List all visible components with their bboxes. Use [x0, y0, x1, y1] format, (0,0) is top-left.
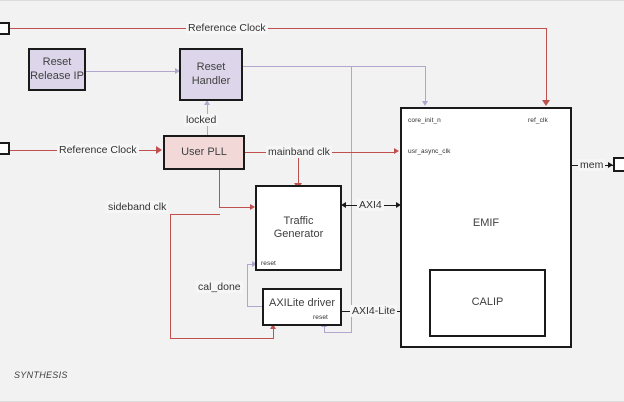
footnote-synthesis: SYNTHESIS [14, 370, 68, 380]
block-emif-label: EMIF [472, 217, 500, 229]
block-user-pll[interactable]: User PLL [163, 135, 245, 170]
wire-label-axi4-lite: AXI4-Lite [350, 305, 398, 317]
arrowhead-axi4-right [396, 202, 401, 208]
wire-label-axi4: AXI4 [357, 199, 384, 211]
arrowhead-sideband-into-traffic-generator [250, 204, 255, 210]
arrowhead-locked-into-handler [204, 100, 210, 105]
block-traffic-generator-line2: Generator [273, 228, 324, 240]
wire-label-reference-clock-top: Reference Clock [186, 22, 268, 34]
port-label-traffic-generator-reset: reset [261, 260, 276, 267]
wire-reference-clock-top-horizontal [10, 28, 547, 29]
arrowhead-reset-into-handler [175, 68, 180, 74]
block-axilite-driver-label: AXILite driver [268, 296, 336, 309]
port-label-emif-core-init-n: core_init_n [408, 117, 441, 124]
block-reset-release-ip-line1: Reset [42, 56, 72, 69]
wire-label-mem: mem [578, 159, 606, 171]
block-traffic-generator-line1: Traffic [283, 214, 314, 227]
external-terminal-refclk-top [0, 22, 10, 35]
arrowhead-axi4-left [341, 202, 346, 208]
page-rule-top [0, 0, 624, 1]
block-reset-handler-line1: Reset [196, 61, 226, 74]
wire-label-cal-done: cal_done [196, 281, 243, 293]
wire-reset-release-to-handler [85, 71, 177, 72]
arrowhead-sideband-into-axilite-driver [270, 324, 276, 329]
arrowhead-usr-async-clk [394, 148, 399, 154]
wire-label-sideband-clk: sideband clk [106, 201, 169, 213]
block-traffic-generator[interactable]: Traffic Generator [255, 185, 342, 271]
wire-sideband-clk-bottom-leg [170, 338, 274, 339]
wire-sideband-clk-left-leg [170, 214, 220, 215]
block-axilite-driver[interactable]: AXILite driver [262, 288, 342, 326]
wire-reset-branch-to-axilite [351, 66, 352, 332]
block-reset-release-ip-line2: Release IP [30, 69, 84, 82]
wire-sideband-clk-down-leg [170, 214, 171, 339]
block-calip-label: CALIP [471, 296, 504, 309]
wire-reset-into-axilite-driver [324, 327, 325, 333]
wire-mainband-clk-to-traffic-generator [298, 152, 299, 185]
wire-sideband-clk-to-traffic-generator [219, 207, 252, 208]
port-label-axilite-driver-reset: reset [313, 314, 328, 321]
block-reset-handler-line2: Handler [191, 74, 231, 87]
wire-cal-done-vertical [247, 264, 248, 307]
wire-sideband-clk-down-from-pll [219, 169, 220, 208]
wire-core-init-n-drop [425, 66, 426, 104]
wire-label-locked: locked [184, 114, 219, 126]
block-reset-release-ip[interactable]: Reset Release IP [28, 48, 86, 91]
arrowhead-mem-right [608, 162, 613, 168]
wire-reset-branch-axilite-horizontal [324, 332, 352, 333]
block-user-pll-label: User PLL [181, 145, 227, 158]
wire-reset-handler-out-horizontal [243, 66, 426, 67]
wire-cal-done-into-traffic-generator [247, 264, 256, 265]
block-calip[interactable]: CALIP [429, 269, 546, 337]
wire-reference-clock-top-vertical [546, 28, 547, 104]
external-terminal-memory [613, 157, 624, 172]
port-label-emif-ref-clk: ref_clk [528, 117, 548, 124]
arrowhead-refclk-into-emif [542, 100, 550, 106]
wire-label-mainband-clk: mainband clk [266, 146, 332, 158]
wire-label-reference-clock-pll: Reference Clock [57, 144, 139, 156]
wire-sideband-clk-into-axilite [273, 329, 274, 339]
arrowhead-refclk-into-pll [156, 146, 162, 154]
external-terminal-refclk-pll [0, 142, 10, 155]
port-label-emif-usr-async-clk: usr_async_clk [408, 148, 451, 155]
arrowhead-core-init-n [422, 101, 428, 106]
arrowhead-traffic-generator-reset [252, 261, 257, 267]
wire-cal-done-from-axilite [247, 306, 263, 307]
block-reset-handler[interactable]: Reset Handler [179, 48, 243, 101]
